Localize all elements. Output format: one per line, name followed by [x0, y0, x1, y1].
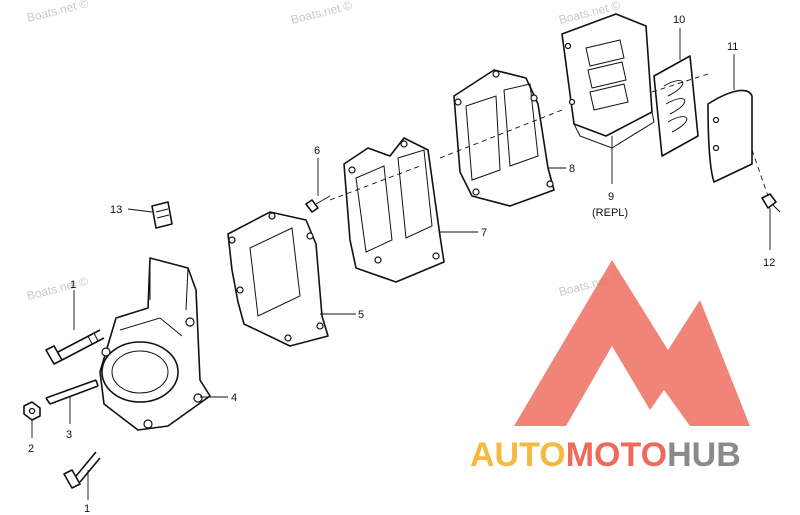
callout-11: 11: [727, 41, 738, 53]
callout-5: 5: [358, 309, 364, 321]
part-10-reed-petals: [653, 55, 699, 157]
callout-10: 10: [673, 14, 685, 26]
automotohub-logo: AUTOMOTOHUB: [470, 260, 750, 474]
logo-text-auto: AUTO: [470, 436, 566, 474]
part-6-screw: [305, 195, 331, 213]
part-1-bolt-upper: [45, 329, 105, 365]
part-5-gasket: [227, 211, 329, 347]
part-13-clip: [151, 201, 173, 229]
logo-mark-icon: [514, 260, 750, 426]
callout-4: 4: [231, 392, 237, 404]
logo-text-hub: HUB: [667, 436, 741, 474]
logo-text-moto: MOTO: [566, 436, 667, 474]
assembly-axis-line: [329, 73, 769, 201]
part-2-nut: [23, 401, 41, 421]
part-1-bolt-lower: [63, 451, 101, 489]
callout-labels: 1 1 2 3 4 5 6 7 8 9 (REPL) 10 11 12 13: [28, 14, 775, 515]
leader-lines: [31, 28, 771, 500]
callout-2: 2: [28, 443, 34, 455]
logo-wordmark: AUTOMOTOHUB: [470, 436, 741, 474]
callout-12: 12: [763, 257, 775, 269]
watermarks: Boats.net © Boats.net © Boats.net © Boat…: [25, 0, 622, 303]
part-11-reed-stop: [707, 89, 753, 183]
part-9-reed-block: [561, 13, 655, 149]
part-12-screw: [761, 193, 781, 213]
part-4-intake-adapter: [99, 257, 211, 431]
callout-1-upper: 1: [70, 279, 76, 291]
callout-7: 7: [481, 227, 487, 239]
watermark-text: Boats.net ©: [25, 0, 90, 25]
callout-6: 6: [314, 145, 320, 157]
callout-8: 8: [569, 163, 575, 175]
watermark-text: Boats.net ©: [557, 0, 622, 27]
callout-13: 13: [110, 204, 122, 216]
callout-3: 3: [66, 429, 72, 441]
part-8-gasket: [453, 69, 555, 207]
callout-9: 9: [608, 191, 614, 203]
part-7-reed-plate: [343, 137, 445, 283]
watermark-text: Boats.net ©: [25, 274, 90, 303]
part-3-stud: [45, 379, 99, 405]
callout-1-lower: 1: [84, 503, 90, 515]
callout-9-replace-note: (REPL): [592, 207, 628, 219]
watermark-text: Boats.net ©: [289, 0, 354, 27]
